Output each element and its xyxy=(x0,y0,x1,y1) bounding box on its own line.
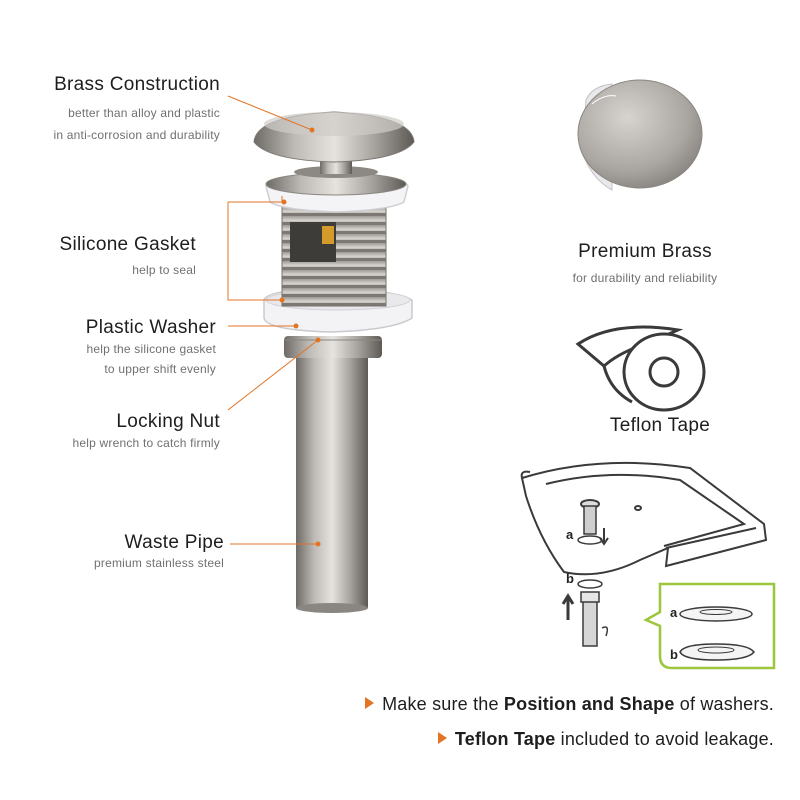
leader-brass xyxy=(227,95,313,131)
leader-gasket xyxy=(227,196,283,301)
drain-assembly xyxy=(253,111,415,613)
cap-title: Premium Brass xyxy=(578,241,712,262)
label-a-detail: a xyxy=(670,605,678,620)
installation-sketch xyxy=(520,461,776,670)
up-arrow-icon xyxy=(561,593,575,620)
triangle-bullet-icon xyxy=(365,697,375,709)
note-text: of washers. xyxy=(674,694,774,714)
callout-desc: to upper shift evenly xyxy=(104,362,216,376)
label-a-sketch: a xyxy=(566,527,574,542)
cap-subtitle: for durability and reliability xyxy=(572,271,718,285)
note-washers: Make sure the Position and Shape of wash… xyxy=(365,694,774,715)
note-text: Make sure the xyxy=(382,694,504,714)
down-arrow-icon xyxy=(599,528,609,546)
rotate-icon xyxy=(601,626,609,637)
callout-desc: in anti-corrosion and durability xyxy=(53,128,220,142)
label-b-detail: b xyxy=(670,647,678,662)
callout-desc: help the silicone gasket xyxy=(86,342,216,356)
label-b-sketch: b xyxy=(566,571,574,586)
teflon-tape-illustration xyxy=(575,325,706,412)
leader-nut xyxy=(227,339,319,411)
callout-title: Locking Nut xyxy=(116,411,220,432)
note-emphasis: Teflon Tape xyxy=(454,729,556,749)
note-teflon: Teflon Tape included to avoid leakage. xyxy=(437,729,774,750)
callout-desc: help wrench to catch firmly xyxy=(72,436,220,450)
tape-title: Teflon Tape xyxy=(609,415,711,436)
callout-title: Silicone Gasket xyxy=(59,234,196,255)
waste-pipe xyxy=(296,350,368,608)
callout-desc: premium stainless steel xyxy=(94,556,224,570)
callout-desc: better than alloy and plastic xyxy=(68,106,220,120)
triangle-bullet-icon xyxy=(437,732,447,744)
callout-title: Brass Construction xyxy=(54,74,220,95)
brass-cap-illustration xyxy=(577,79,703,191)
callout-title: Plastic Washer xyxy=(85,317,216,338)
leader-lines xyxy=(227,95,321,547)
note-emphasis: Position and Shape xyxy=(503,694,675,714)
callout-title: Waste Pipe xyxy=(124,532,224,553)
note-text: included to avoid leakage. xyxy=(555,729,774,749)
locking-nut xyxy=(284,336,382,358)
callout-desc: help to seal xyxy=(132,263,196,277)
